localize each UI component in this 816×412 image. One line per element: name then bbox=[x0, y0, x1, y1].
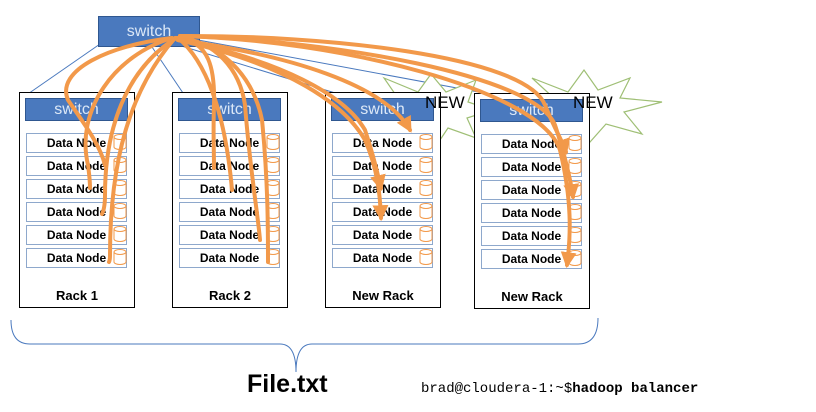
data-node: Data Node bbox=[481, 249, 582, 269]
rack-switch: switch bbox=[331, 98, 434, 121]
link-line bbox=[24, 43, 101, 97]
rack-switch-label: switch bbox=[54, 101, 99, 118]
data-node: Data Node bbox=[481, 180, 582, 200]
data-node: Data Node bbox=[26, 133, 127, 153]
rack-switch-label: switch bbox=[360, 101, 405, 118]
link-line bbox=[149, 43, 186, 97]
new-rack: switch Data Node Data Node Data Node Dat… bbox=[325, 92, 441, 308]
rack-label: Rack 2 bbox=[209, 288, 251, 303]
new-badge: NEW bbox=[425, 93, 465, 112]
data-node: Data Node bbox=[179, 225, 280, 245]
core-switch-label: switch bbox=[126, 23, 172, 40]
data-node: Data Node bbox=[481, 157, 582, 177]
rack-switch-label: switch bbox=[509, 102, 554, 119]
rack-switch: switch bbox=[178, 98, 281, 121]
data-node: Data Node bbox=[26, 248, 127, 268]
file-label: File.txt bbox=[247, 370, 328, 398]
data-node: Data Node bbox=[26, 202, 127, 222]
core-switch: switch bbox=[98, 16, 200, 47]
data-node: Data Node bbox=[179, 156, 280, 176]
data-node: Data Node bbox=[26, 225, 127, 245]
data-node: Data Node bbox=[179, 202, 280, 222]
rack-label: Rack 1 bbox=[56, 288, 98, 303]
rack-switch-label: switch bbox=[207, 101, 252, 118]
new-rack: switch Data Node Data Node Data Node Dat… bbox=[474, 93, 590, 309]
command-text: hadoop balancer bbox=[572, 381, 699, 397]
data-node: Data Node bbox=[332, 156, 433, 176]
rack-label: New Rack bbox=[352, 288, 414, 303]
rack-switch: switch bbox=[25, 98, 128, 121]
data-node: Data Node bbox=[179, 179, 280, 199]
data-node: Data Node bbox=[332, 133, 433, 153]
data-node: Data Node bbox=[332, 179, 433, 199]
data-node: Data Node bbox=[481, 203, 582, 223]
data-node: Data Node bbox=[332, 225, 433, 245]
data-node: Data Node bbox=[332, 248, 433, 268]
terminal-command: brad@cloudera-1:~$hadoop balancer bbox=[421, 381, 698, 397]
data-node: Data Node bbox=[26, 156, 127, 176]
command-prompt: brad@cloudera-1:~$ bbox=[421, 381, 573, 397]
data-node: Data Node bbox=[179, 133, 280, 153]
data-node: Data Node bbox=[179, 248, 280, 268]
link-line bbox=[197, 39, 501, 97]
rack-label: New Rack bbox=[501, 289, 563, 304]
data-node: Data Node bbox=[332, 202, 433, 222]
rack: switch Data Node Data Node Data Node Dat… bbox=[172, 92, 288, 308]
data-node: Data Node bbox=[481, 226, 582, 246]
data-node: Data Node bbox=[481, 134, 582, 154]
data-node: Data Node bbox=[26, 179, 127, 199]
rack: switch Data Node Data Node Data Node Dat… bbox=[19, 92, 135, 308]
new-badge: NEW bbox=[573, 93, 613, 112]
rack-switch: switch bbox=[480, 99, 583, 122]
